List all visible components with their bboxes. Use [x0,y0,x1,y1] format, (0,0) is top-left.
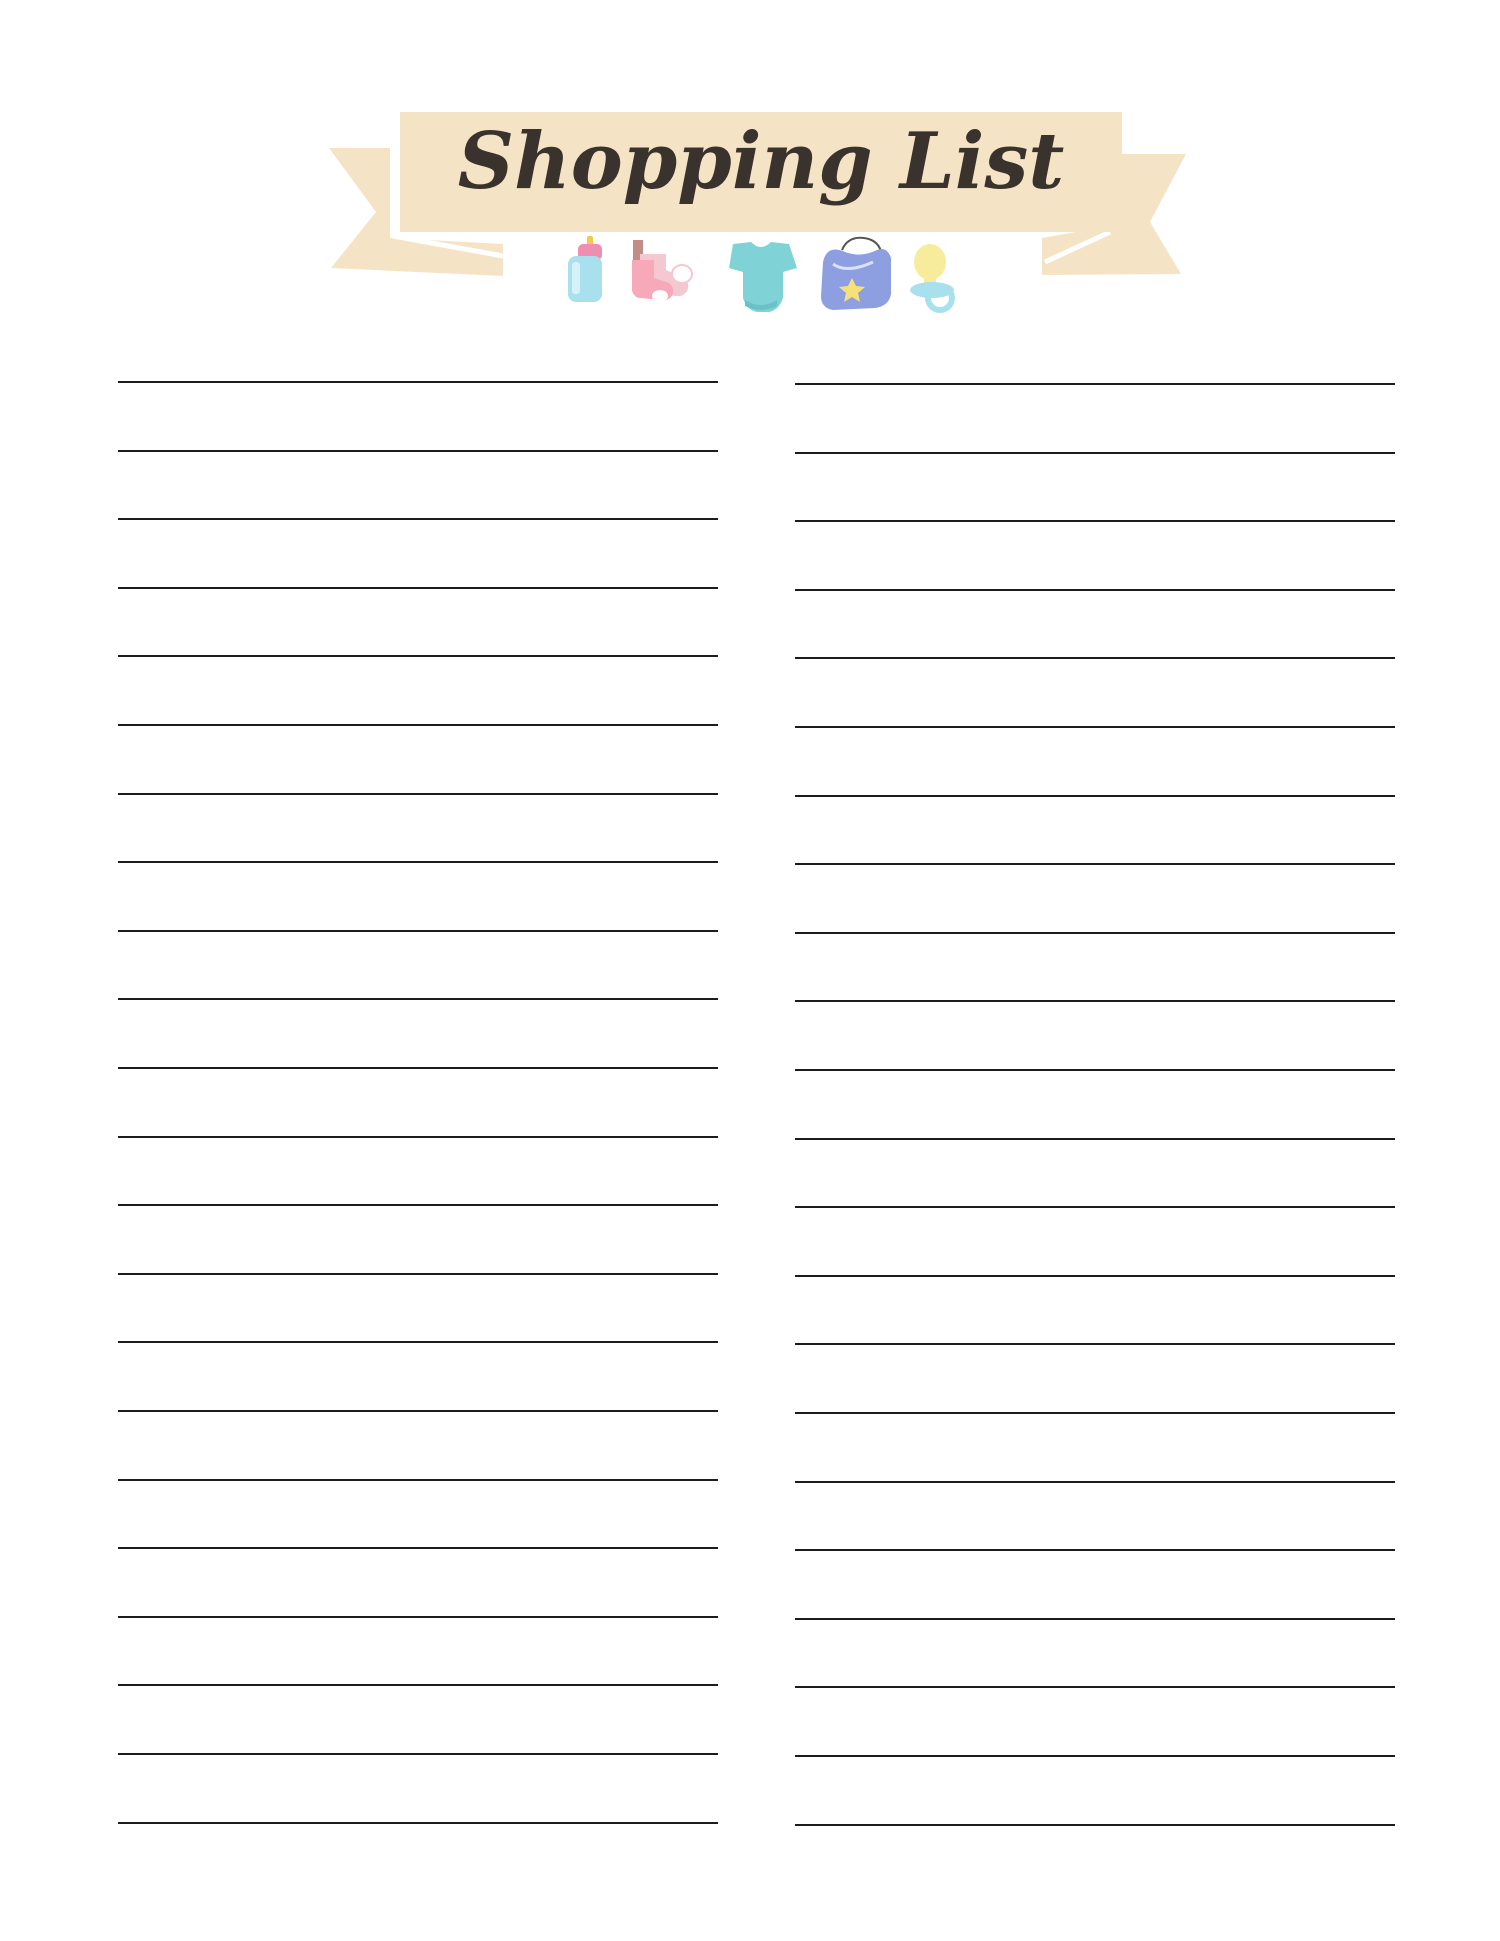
list-line[interactable] [795,1412,1395,1414]
list-line[interactable] [795,1480,1395,1483]
list-line[interactable] [118,1135,718,1138]
list-line[interactable] [118,1821,718,1824]
list-line[interactable] [118,998,718,1001]
list-line[interactable] [795,726,1395,728]
list-column-right [795,0,1395,1941]
list-line[interactable] [118,449,718,452]
list-line[interactable] [795,1823,1395,1826]
list-line[interactable] [118,1341,718,1344]
list-line[interactable] [118,1478,718,1481]
list-line[interactable] [118,586,718,589]
list-line[interactable] [118,518,718,521]
list-line[interactable] [795,1137,1395,1140]
pacifier-icon [910,244,955,313]
list-line[interactable] [795,794,1395,797]
list-line[interactable] [118,929,718,932]
list-line[interactable] [795,1686,1395,1689]
list-line[interactable] [118,381,718,383]
list-line[interactable] [118,1410,718,1412]
baby-bottle-icon [568,236,602,302]
bib-icon [821,236,891,310]
ribbon-tail-left [329,148,503,276]
list-line[interactable] [118,1272,718,1275]
list-line[interactable] [118,792,718,795]
list-line[interactable] [795,1343,1395,1346]
list-line[interactable] [118,1753,718,1755]
list-line[interactable] [795,1206,1395,1209]
list-line[interactable] [795,1617,1395,1620]
list-line[interactable] [118,655,718,658]
ribbon-main [400,112,1122,232]
list-line[interactable] [795,931,1395,934]
list-line[interactable] [795,383,1395,385]
list-line[interactable] [795,520,1395,523]
list-line[interactable] [118,1067,718,1069]
list-line[interactable] [795,1069,1395,1071]
list-line[interactable] [795,1274,1395,1277]
list-line[interactable] [795,451,1395,454]
list-line[interactable] [118,861,718,864]
page-title: Shopping List [458,116,1065,207]
list-line[interactable] [118,1684,718,1687]
list-line[interactable] [795,588,1395,591]
list-line[interactable] [795,657,1395,660]
list-line[interactable] [795,863,1395,866]
list-line[interactable] [795,1549,1395,1552]
list-line[interactable] [118,1204,718,1207]
header-banner: Shopping List [329,112,1186,313]
list-line[interactable] [795,1000,1395,1003]
onesie-icon [729,242,797,312]
list-line[interactable] [795,1755,1395,1757]
list-line[interactable] [118,1615,718,1618]
baby-socks-icon [631,240,693,302]
list-column-left [118,0,718,1941]
list-line[interactable] [118,1547,718,1550]
list-line[interactable] [118,724,718,726]
